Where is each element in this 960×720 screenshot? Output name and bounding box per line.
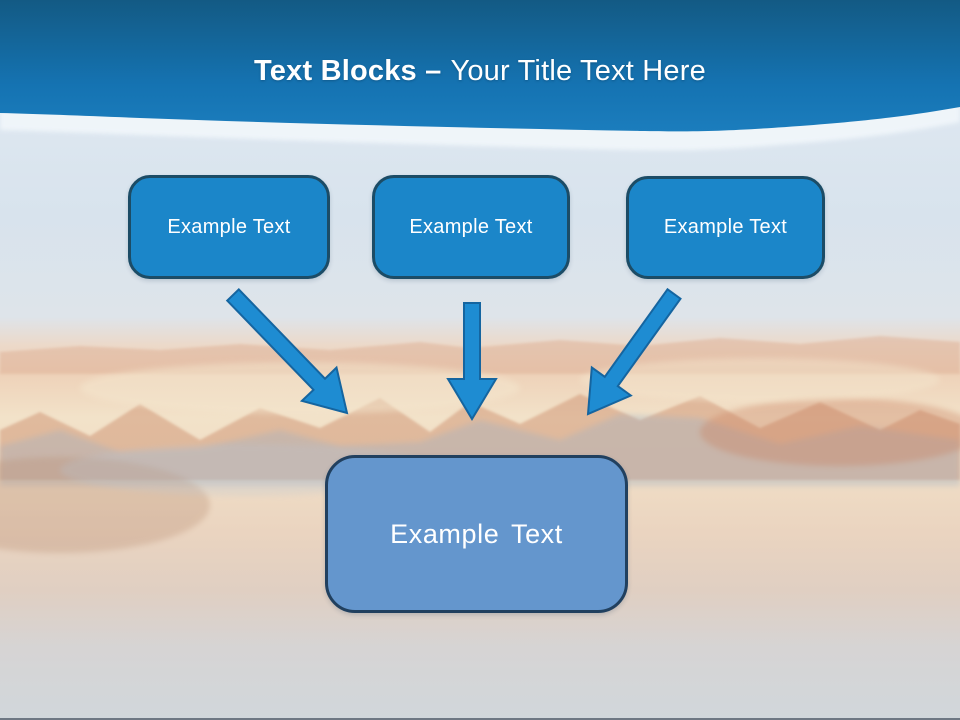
arrow-down-icon[interactable]: [446, 302, 498, 421]
text-block-1[interactable]: Example Text: [128, 175, 330, 279]
center-text-block[interactable]: Example Text: [325, 455, 628, 613]
text-block-3[interactable]: Example Text: [626, 176, 825, 279]
arrow-down-right-icon[interactable]: [225, 287, 349, 415]
bottom-edge-line: [0, 718, 960, 720]
header-wave-band: [0, 0, 960, 151]
title-primary: Text Blocks –: [254, 55, 442, 87]
text-block-2-label: Example Text: [409, 215, 533, 238]
text-block-2[interactable]: Example Text: [372, 175, 570, 279]
slide-title[interactable]: Text Blocks –Your Title Text Here: [0, 52, 960, 90]
arrow-down-left-icon[interactable]: [586, 287, 682, 416]
title-secondary: Your Title Text Here: [450, 55, 706, 87]
text-block-3-label: Example Text: [663, 216, 788, 238]
wave-band-shape: [0, 0, 960, 132]
text-block-1-label: Example Text: [167, 215, 291, 238]
center-text-block-label: Example Text: [390, 518, 563, 549]
